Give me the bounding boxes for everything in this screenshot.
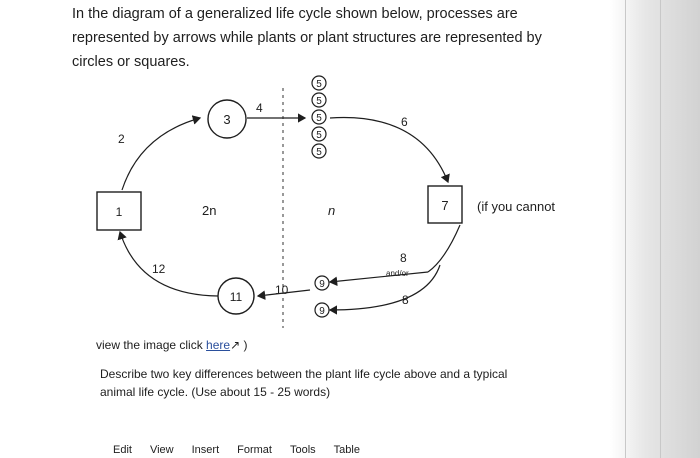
view-image-line: view the image click here↗ ) xyxy=(96,338,247,352)
spore-group: 5 5 5 5 5 xyxy=(311,75,327,159)
editor-menubar: Edit View Insert Format Tools Table xyxy=(113,444,360,456)
intro-line: circles or squares. xyxy=(72,54,190,70)
spore-circle xyxy=(311,143,327,159)
spore-label: 5 xyxy=(316,113,322,124)
gamete-label: 9 xyxy=(319,306,325,317)
structure-label-3: 3 xyxy=(223,112,230,127)
spore-circle xyxy=(311,75,327,91)
process-label-4: 4 xyxy=(256,101,263,115)
side-note: (if you cannot xyxy=(477,199,555,214)
structure-label-11: 11 xyxy=(230,290,243,304)
spore-label: 5 xyxy=(316,79,322,90)
structure-box-7 xyxy=(427,185,463,224)
gamete-group: 9 9 xyxy=(314,275,330,318)
process-label-2: 2 xyxy=(118,132,125,146)
structure-box-1 xyxy=(96,191,142,231)
spore-circle xyxy=(311,109,327,125)
view-image-close: ) xyxy=(240,338,248,352)
spore-circle xyxy=(311,126,327,142)
question-line: animal life cycle. (Use about 15 - 25 wo… xyxy=(100,385,331,399)
intro-line: In the diagram of a generalized life cyc… xyxy=(72,6,518,22)
process-label-8-upper: 8 xyxy=(400,251,407,265)
intro-paragraph: In the diagram of a generalized life cyc… xyxy=(72,2,592,74)
process-arrow-10 xyxy=(256,289,311,300)
menu-format[interactable]: Format xyxy=(237,444,272,456)
here-link[interactable]: here xyxy=(206,338,231,352)
question-text: Describe two key differences between the… xyxy=(100,365,620,401)
gamete-label: 9 xyxy=(319,279,325,290)
external-link-icon: ↗ xyxy=(230,338,241,352)
edge-divider xyxy=(660,0,661,458)
and-or-label: and/or xyxy=(386,269,409,278)
question-line: Describe two key differences between the… xyxy=(100,367,508,381)
structure-label-7: 7 xyxy=(441,198,448,213)
ploidy-2n-label: 2n xyxy=(202,203,216,218)
menu-table[interactable]: Table xyxy=(333,444,360,456)
process-arrow-8-gamete-lower xyxy=(328,264,441,315)
process-label-8-lower: 8 xyxy=(402,293,409,307)
spore-label: 5 xyxy=(316,147,322,158)
process-arrow-12 xyxy=(117,230,219,297)
ploidy-n-label: n xyxy=(328,203,335,218)
process-label-6: 6 xyxy=(401,115,408,129)
spore-label: 5 xyxy=(316,130,322,141)
spore-circle xyxy=(311,92,327,108)
edge-divider xyxy=(625,0,626,458)
menu-view[interactable]: View xyxy=(149,444,174,456)
process-label-10: 10 xyxy=(275,283,289,297)
menu-tools[interactable]: Tools xyxy=(289,444,316,456)
structure-label-1: 1 xyxy=(116,205,123,219)
menu-insert[interactable]: Insert xyxy=(191,444,220,456)
gamete-circle xyxy=(314,275,330,291)
process-arrow-6 xyxy=(329,116,450,184)
intro-line: represented by arrows while plants or pl… xyxy=(72,30,542,46)
view-image-text: view the image click xyxy=(96,338,207,352)
process-label-12: 12 xyxy=(152,262,166,276)
structure-circle-11 xyxy=(217,277,255,315)
process-arrow-8-upper xyxy=(427,224,461,273)
menu-edit[interactable]: Edit xyxy=(113,444,132,456)
gamete-circle xyxy=(314,302,330,318)
spore-label: 5 xyxy=(316,96,322,107)
structure-circle-3 xyxy=(207,99,247,139)
process-arrow-8-gamete-upper xyxy=(328,271,429,287)
process-arrow-2 xyxy=(121,115,202,191)
